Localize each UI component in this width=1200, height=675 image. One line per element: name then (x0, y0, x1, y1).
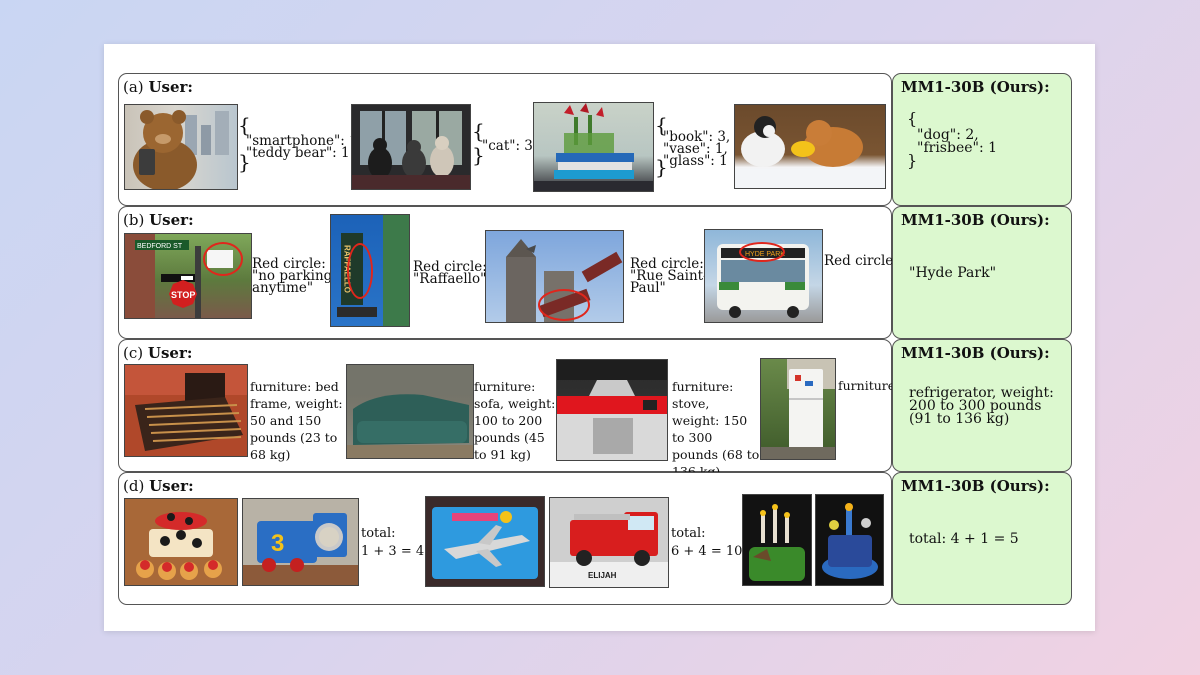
brace-close: } (238, 150, 251, 174)
train-cake-image: 3 (242, 498, 359, 586)
red-circle-highlight (739, 242, 785, 262)
panel-d-label: (d) User: (123, 477, 194, 495)
panel-b-label: (b) User: (123, 211, 194, 229)
bus-image: HYDE PARK (704, 229, 823, 323)
brace-open: { (907, 109, 918, 128)
brace-open: { (472, 119, 485, 143)
reply-b-title: MM1-30B (Ours): (901, 211, 1050, 229)
red-circle-highlight (203, 242, 243, 276)
example-a2-text: "cat": 3 (482, 138, 533, 154)
reply-c-body: refrigerator, weight: 200 to 300 pounds … (909, 385, 1054, 427)
example-c1-text: furniture: bed frame, weight: 50 and 150… (250, 379, 343, 462)
street-signs-image: BEDFORD ST STOP (124, 233, 252, 319)
example-d2-text: total: 6 + 4 = 10 (671, 526, 743, 559)
firetruck-cake-image: ELIJAH (549, 497, 669, 588)
dogs-frisbee-image (734, 104, 886, 189)
red-circle-highlight (538, 289, 590, 321)
reply-a: MM1-30B (Ours): { "dog": 2, "frisbee": 1… (892, 73, 1072, 206)
reply-c: MM1-30B (Ours): refrigerator, weight: 20… (892, 339, 1072, 472)
kitchen-image (556, 359, 668, 461)
reply-b-body: "Hyde Park" (909, 265, 997, 281)
cats-window-image (351, 104, 471, 190)
brace-close: } (655, 155, 668, 179)
example-a3-text: "book": 3, "vase": 1, "glass": 1 (663, 129, 731, 169)
refrigerator-image (760, 358, 836, 460)
church-sign-image (485, 230, 624, 323)
brace-open: { (655, 113, 668, 137)
query-b-text: Red circle: (824, 253, 898, 269)
airplane-cake-image (425, 496, 545, 587)
restaurant-sign-image: RAFFAELLO (330, 214, 410, 327)
cake-with-candle-image (815, 494, 884, 586)
example-d1-text: total: 1 + 3 = 4 (361, 526, 425, 559)
example-a1-text: "smartphone": 1, "teddy bear": 1 (246, 133, 362, 161)
reply-a-title: MM1-30B (Ours): (901, 78, 1050, 96)
books-vase-image (533, 102, 654, 192)
panel-c-label: (c) User: (123, 344, 193, 362)
example-b3-text: Red circle: "Rue Saint- Paul" (630, 256, 708, 296)
reply-d: MM1-30B (Ours): total: 4 + 1 = 5 (892, 472, 1072, 605)
sofa-image (346, 364, 474, 459)
cake-text: ELIJAH (588, 571, 617, 580)
teddy-bear-image (124, 104, 238, 190)
example-b2-text: Red circle: "Raffaello" (413, 259, 487, 287)
brace-close: } (472, 143, 485, 167)
reply-d-title: MM1-30B (Ours): (901, 477, 1050, 495)
query-c-text: furniture: (838, 378, 900, 393)
example-b1-text: Red circle: "no parking anytime" (252, 256, 333, 296)
stop-sign-text: STOP (171, 290, 195, 300)
dinosaur-cake-image (742, 494, 812, 586)
bedford-sign-text: BEDFORD ST (137, 243, 183, 250)
reply-d-body: total: 4 + 1 = 5 (909, 531, 1019, 547)
reply-b: MM1-30B (Ours): "Hyde Park" (892, 206, 1072, 339)
reply-a-body: "dog": 2, "frisbee": 1 (917, 127, 998, 156)
bed-frame-image (124, 364, 248, 457)
example-c3-text: furniture: stove, weight: 150 to 300 pou… (672, 379, 760, 479)
svg-text:3: 3 (271, 530, 284, 557)
red-circle-highlight (347, 243, 373, 299)
reply-c-title: MM1-30B (Ours): (901, 344, 1050, 362)
example-c2-text: furniture: sofa, weight: 100 to 200 poun… (474, 379, 556, 462)
ladybug-cake-image (124, 498, 238, 586)
brace-close: } (907, 151, 918, 170)
brace-open: { (238, 113, 251, 137)
panel-a-label: (a) User: (123, 78, 193, 96)
